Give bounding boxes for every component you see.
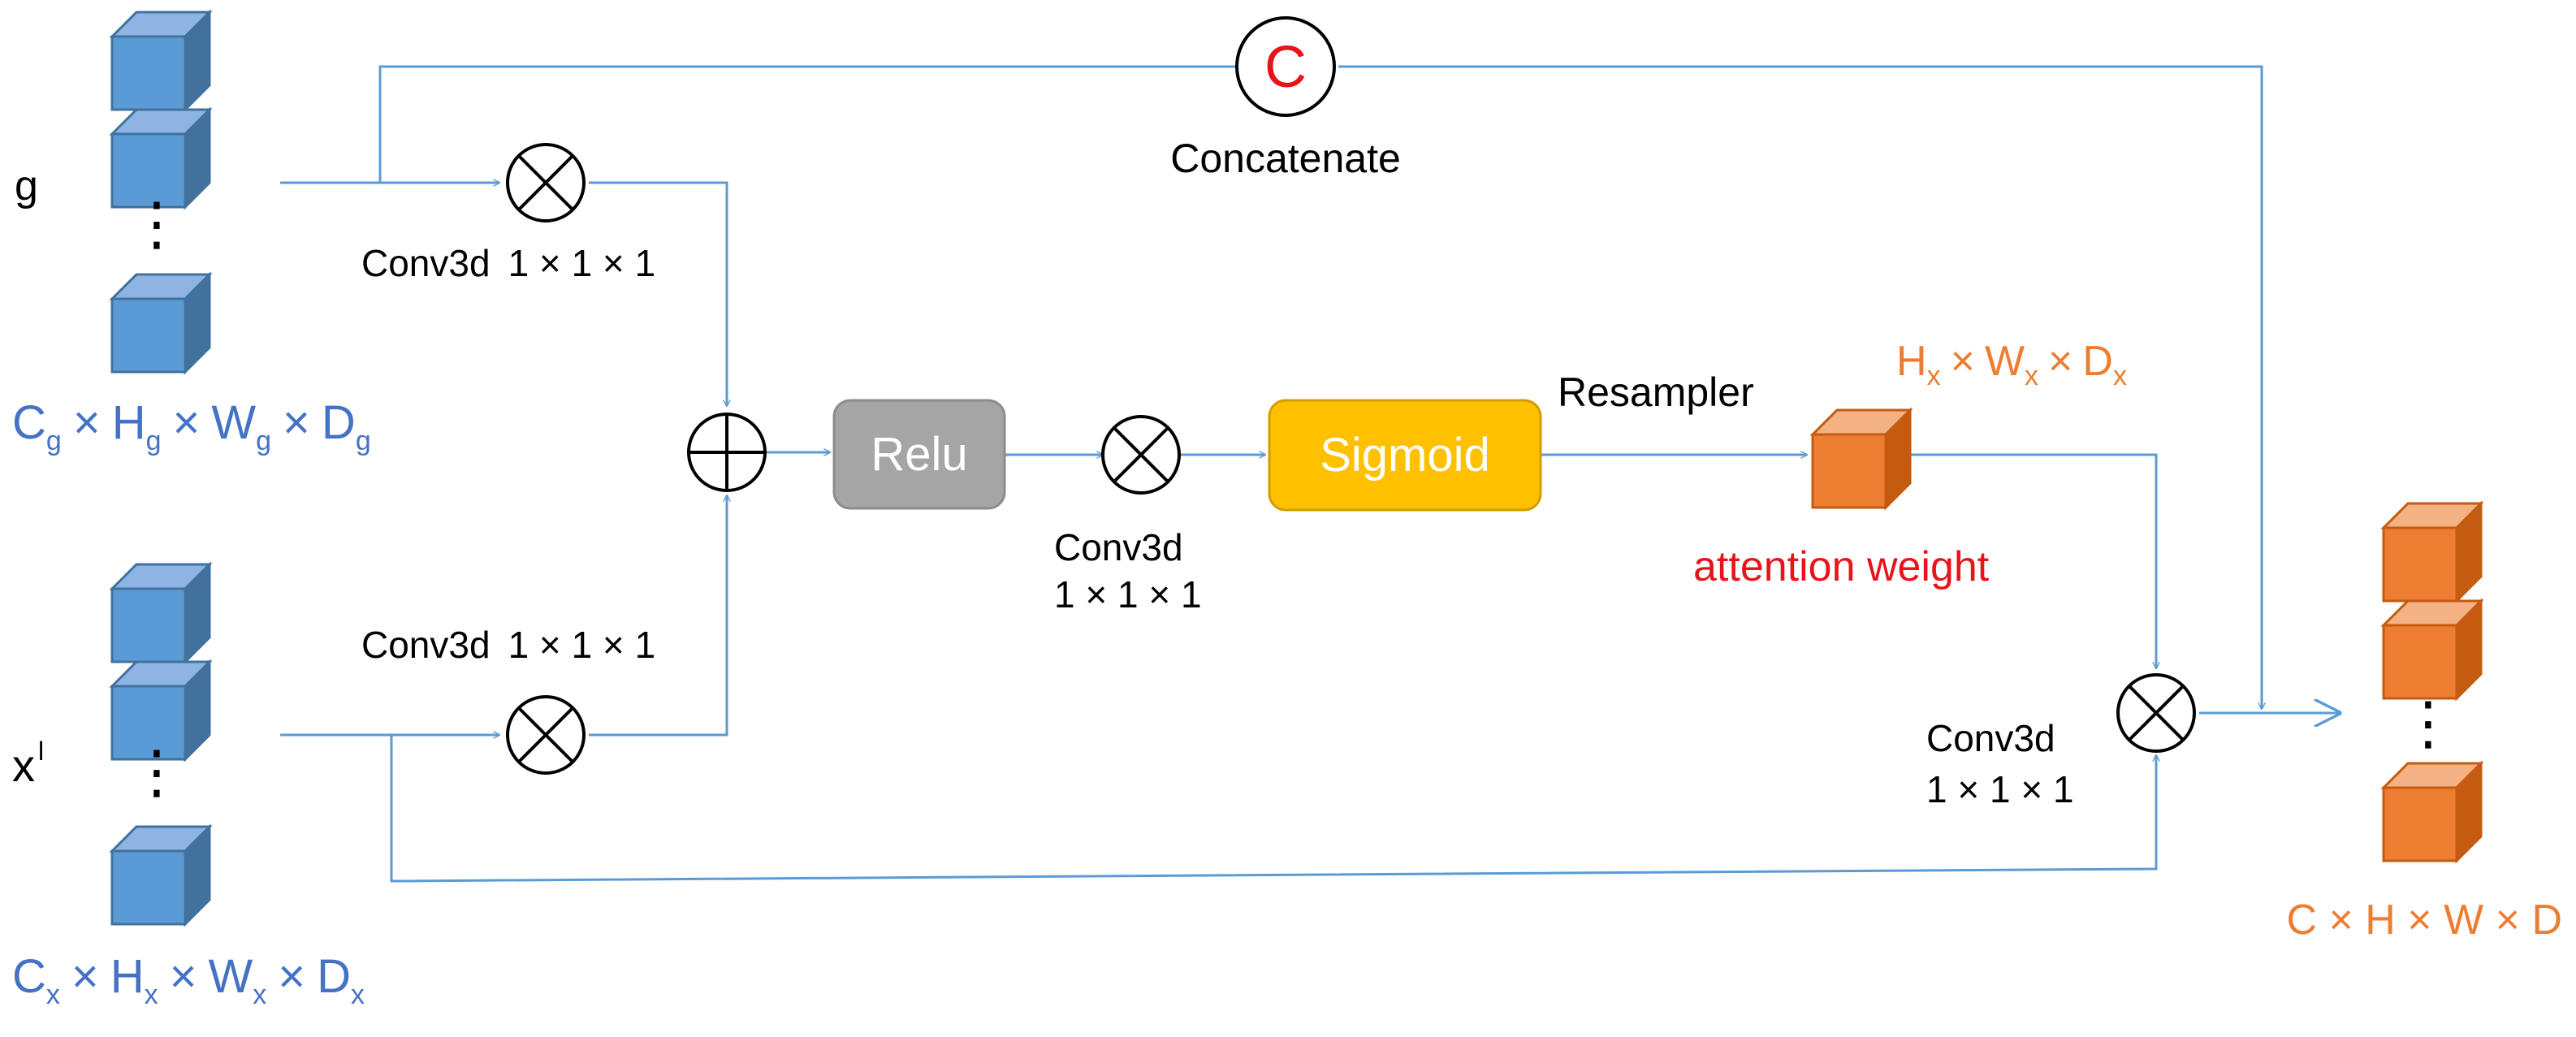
cube-icon bbox=[110, 563, 211, 663]
conv-out-name: Conv3d bbox=[1926, 717, 2055, 759]
output-dims: C × H × W × D bbox=[2286, 897, 2562, 944]
input-x-stack: ⋮ bbox=[110, 563, 211, 926]
circled-times-icon bbox=[506, 143, 586, 223]
conv-out-size: 1 × 1 × 1 bbox=[1926, 768, 2074, 810]
attention-dims: Hx×Wx×Dx bbox=[1896, 338, 2127, 391]
cube-icon bbox=[2382, 762, 2483, 862]
ellipsis-output: ⋮ bbox=[2399, 691, 2457, 756]
cube-icon bbox=[2382, 599, 2483, 700]
concat-label: Concatenate bbox=[1170, 136, 1401, 181]
ellipsis-x: ⋮ bbox=[128, 740, 186, 805]
cube-icon bbox=[1811, 408, 1912, 509]
circled-times-icon bbox=[1101, 415, 1181, 495]
conv-mid-size: 1 × 1 × 1 bbox=[1054, 573, 1202, 616]
add-node bbox=[687, 413, 767, 492]
cube-icon bbox=[110, 273, 211, 374]
resampler-label: Resampler bbox=[1558, 369, 1754, 415]
attention-weight-label: attention weight bbox=[1693, 543, 1990, 590]
relu-box: Relu bbox=[832, 399, 1006, 510]
input-x-dims: Cx×Hx×Wx×Dx bbox=[12, 950, 365, 1010]
conv-mid-name: Conv3d bbox=[1054, 526, 1183, 568]
circled-times-icon bbox=[2116, 673, 2196, 753]
circled-c-icon bbox=[1235, 16, 1336, 117]
input-g-stack: ⋮ bbox=[110, 11, 211, 374]
relu-label: Relu bbox=[871, 428, 967, 481]
cube-icon bbox=[110, 11, 211, 111]
cube-icon bbox=[110, 825, 211, 926]
sigmoid-label: Sigmoid bbox=[1320, 429, 1490, 482]
circled-times-icon bbox=[506, 695, 586, 775]
cube-icon bbox=[2382, 502, 2483, 603]
connection-wires bbox=[280, 65, 2339, 883]
ellipsis-g: ⋮ bbox=[128, 192, 186, 257]
concat-node: C bbox=[1235, 16, 1336, 117]
input-g-label: g bbox=[15, 162, 38, 210]
concat-symbol: C bbox=[1264, 35, 1307, 100]
input-g-dims: Cg×Hg×Wg×Dg bbox=[12, 396, 371, 456]
sigmoid-box: Sigmoid bbox=[1268, 399, 1542, 512]
output-stack: ⋮ bbox=[2382, 502, 2483, 862]
